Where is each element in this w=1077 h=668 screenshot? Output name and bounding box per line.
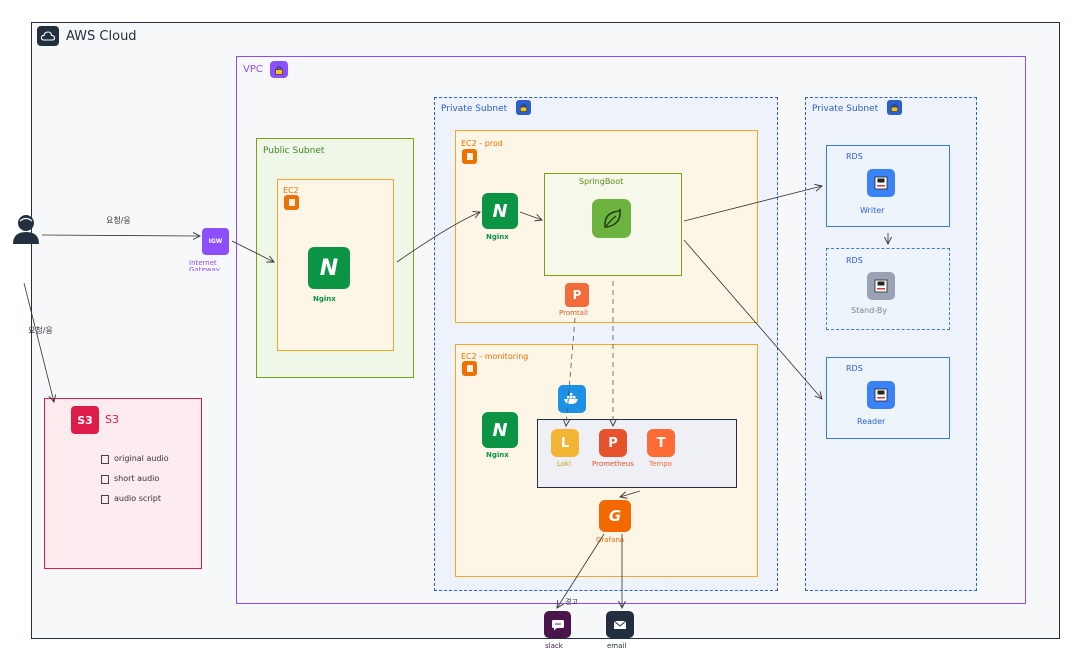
rds-writer-label: Writer xyxy=(860,206,885,215)
loki-icon: L xyxy=(551,429,579,457)
rds-writer-title: RDS xyxy=(846,152,863,161)
vpc-group xyxy=(236,56,1026,604)
slack-label: slack xyxy=(545,642,563,650)
s3-item-3: audio script xyxy=(114,494,162,503)
rds-reader-db-icon xyxy=(867,381,895,409)
ec2-prod-title: EC2 - prod xyxy=(461,139,503,148)
prometheus-label: Prometheus xyxy=(592,460,634,468)
s3-item-1: original audio xyxy=(114,454,169,463)
private-subnet-b-lock-icon xyxy=(887,100,902,115)
monitoring-nginx-label: Nginx xyxy=(486,451,509,459)
s3-file-icon-3 xyxy=(101,495,109,504)
rds-writer-db-icon xyxy=(867,169,895,197)
s3-file-icon-1 xyxy=(101,455,109,464)
loki-label: Loki xyxy=(557,460,572,468)
grafana-label: Grafana xyxy=(596,536,625,544)
s3-file-icon-2 xyxy=(101,475,109,484)
aws-cloud-title: AWS Cloud xyxy=(66,29,137,44)
ec2-monitoring-icon xyxy=(462,361,477,376)
aws-cloud-icon xyxy=(37,26,59,46)
s3-title: S3 xyxy=(105,413,119,426)
public-nginx-icon: N xyxy=(308,247,350,289)
s3-bucket-group xyxy=(44,398,202,569)
tempo-icon: T xyxy=(647,429,675,457)
ec2-monitoring-title: EC2 - monitoring xyxy=(461,352,529,361)
springboot-title: SpringBoot xyxy=(579,177,624,186)
rds-standby-label: Stand-By xyxy=(851,306,888,315)
springboot-leaf-icon xyxy=(592,199,631,238)
rds-reader-title: RDS xyxy=(846,364,863,373)
public-subnet-title: Public Subnet xyxy=(263,146,325,156)
prometheus-icon: P xyxy=(599,429,627,457)
user-icon xyxy=(11,212,41,246)
email-icon xyxy=(606,611,634,638)
vpc-title: VPC xyxy=(243,64,263,75)
monitoring-nginx-icon: N xyxy=(482,412,518,448)
vpc-lock-icon xyxy=(270,61,288,78)
alert-label: 경고 xyxy=(565,598,578,606)
s3-icon: S3 xyxy=(71,406,99,434)
private-subnet-a-lock-icon xyxy=(516,100,531,115)
slack-icon xyxy=(544,611,571,638)
tempo-label: Tempo xyxy=(649,460,672,468)
internet-gateway-label-2: Gateway xyxy=(189,266,220,271)
docker-icon xyxy=(558,385,586,413)
internet-gateway-icon: IGW xyxy=(202,228,229,255)
email-label: email xyxy=(607,642,627,650)
rds-reader-label: Reader xyxy=(857,417,886,426)
s3-item-2: short audio xyxy=(114,474,160,483)
rds-standby-db-icon xyxy=(867,272,895,300)
public-nginx-label: Nginx xyxy=(313,295,336,303)
ec2-prod-icon xyxy=(462,149,477,164)
promtail-icon: P xyxy=(565,283,589,307)
prod-nginx-label: Nginx xyxy=(486,233,509,241)
grafana-icon: G xyxy=(599,500,631,532)
public-ec2-icon xyxy=(284,195,299,210)
private-subnet-b-title: Private Subnet xyxy=(812,104,879,114)
request-label-horizontal: 요청/응 xyxy=(106,216,131,225)
private-subnet-a-title: Private Subnet xyxy=(441,104,508,114)
public-ec2-title: EC2 xyxy=(283,186,299,195)
rds-standby-title: RDS xyxy=(846,256,863,265)
promtail-label: Promtail xyxy=(559,309,588,317)
request-label-vertical: 요청/응 xyxy=(28,326,53,335)
prod-nginx-icon: N xyxy=(482,193,518,229)
internet-gateway-label-1: Internet xyxy=(189,259,217,267)
